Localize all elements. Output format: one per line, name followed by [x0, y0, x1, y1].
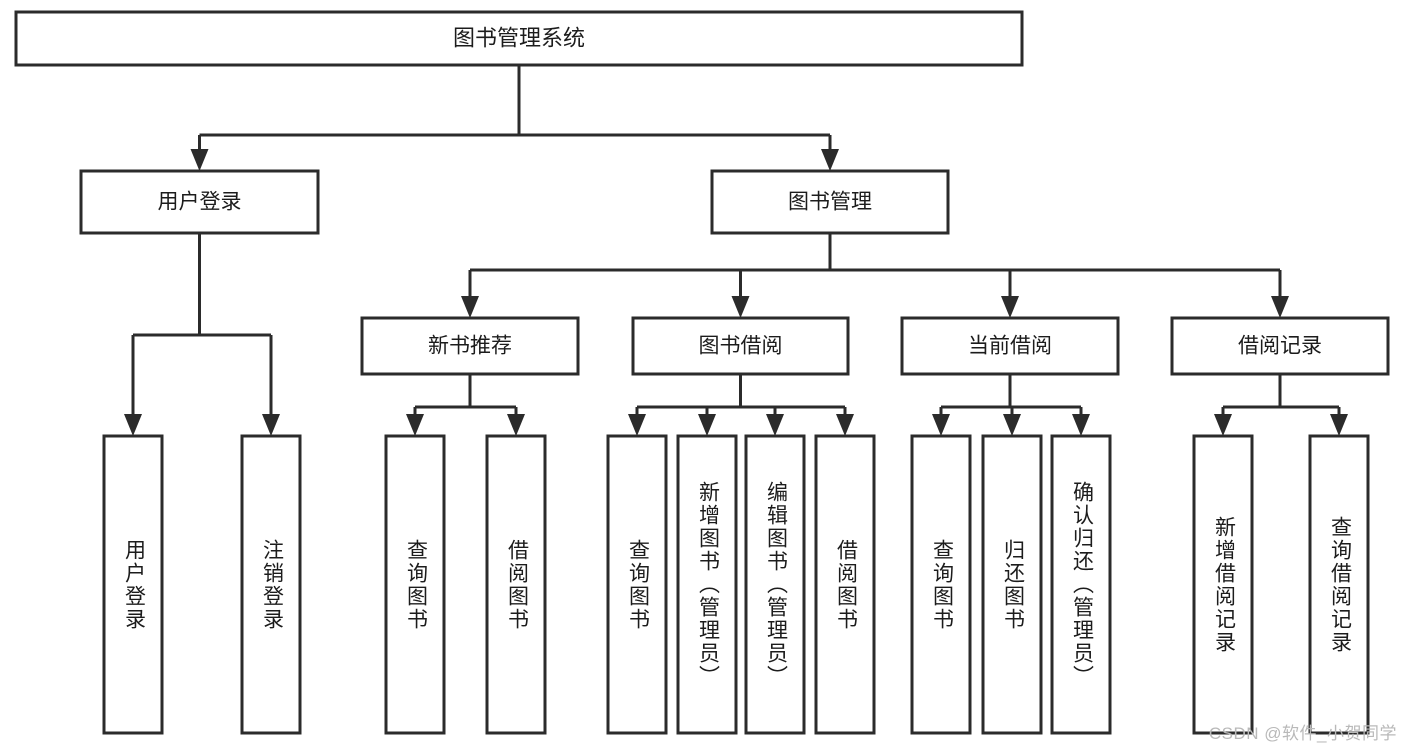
node-label-user-login: 用户登录: [158, 191, 242, 214]
node-box-leaf-confirm-return-admin[interactable]: [1050, 434, 1112, 735]
node-box-leaf-add-book-admin[interactable]: [676, 434, 738, 735]
arrow-head-icon: [1271, 296, 1289, 318]
arrow-head-icon: [124, 414, 142, 436]
arrow-head-icon: [1330, 414, 1348, 436]
node-box-current-borrow[interactable]: [900, 316, 1120, 376]
arrow-head-icon: [731, 296, 750, 318]
node-box-new-book-recommend[interactable]: [360, 316, 580, 376]
node-box-leaf-query-book-recommend[interactable]: [384, 434, 446, 735]
arrow-head-icon: [821, 149, 839, 171]
node-box-leaf-return-book[interactable]: [981, 434, 1043, 735]
node-box-leaf-user-login[interactable]: [102, 434, 164, 735]
node-box-book-management[interactable]: [710, 169, 950, 235]
arrow-head-icon: [836, 414, 854, 436]
node-box-leaf-query-borrow-record[interactable]: [1308, 434, 1370, 735]
node-box-layer: [14, 10, 1390, 735]
node-label-current-borrow: 当前借阅: [968, 335, 1052, 358]
node-box-borrow-record[interactable]: [1170, 316, 1390, 376]
arrow-head-icon: [698, 414, 716, 436]
node-box-leaf-add-borrow-record[interactable]: [1192, 434, 1254, 735]
arrow-head-icon: [932, 414, 950, 436]
watermark-text: CSDN @软件_小贺同学: [1208, 724, 1397, 743]
node-box-leaf-logout-login[interactable]: [240, 434, 302, 735]
arrow-head-icon: [507, 414, 525, 436]
node-box-user-login[interactable]: [79, 169, 320, 235]
node-box-leaf-borrow-book[interactable]: [814, 434, 876, 735]
arrow-head-icon: [766, 414, 784, 436]
arrow-head-icon: [628, 414, 646, 436]
node-box-leaf-borrow-book-recommend[interactable]: [485, 434, 547, 735]
node-label-root: 图书管理系统: [453, 25, 585, 50]
arrow-head-icon: [190, 149, 209, 171]
node-box-book-borrow[interactable]: [631, 316, 850, 376]
node-box-leaf-query-book-current[interactable]: [910, 434, 972, 735]
arrow-head-icon: [1214, 414, 1232, 436]
connector-layer: [124, 65, 1348, 436]
arrow-head-icon: [406, 414, 424, 436]
node-label-borrow-record: 借阅记录: [1238, 335, 1322, 358]
arrow-head-icon: [262, 414, 280, 436]
arrow-head-icon: [1001, 296, 1019, 318]
node-box-leaf-edit-book-admin[interactable]: [744, 434, 806, 735]
arrow-head-icon: [461, 296, 479, 318]
arrow-head-icon: [1072, 414, 1090, 436]
node-label-new-book-recommend: 新书推荐: [428, 335, 512, 358]
node-box-root[interactable]: [14, 10, 1024, 67]
node-label-book-management: 图书管理: [788, 191, 872, 214]
node-label-book-borrow: 图书借阅: [699, 335, 783, 358]
node-box-leaf-query-book-borrow[interactable]: [606, 434, 668, 735]
arrow-head-icon: [1003, 414, 1021, 436]
